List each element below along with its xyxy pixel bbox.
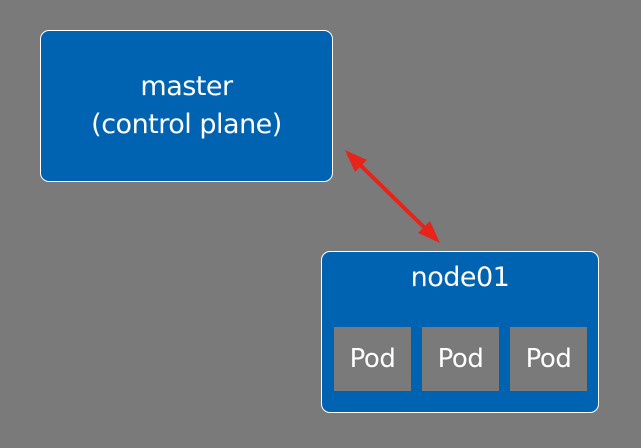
pod-box: Pod <box>334 327 411 391</box>
pod-box: Pod <box>510 327 587 391</box>
pod-box: Pod <box>422 327 499 391</box>
worker-node-box: node01 Pod Pod Pod <box>321 251 599 413</box>
arrow-shaft <box>351 156 434 237</box>
arrow-head-bottom <box>418 221 440 243</box>
arrow-head-top <box>345 150 367 172</box>
node-title: node01 <box>410 262 510 293</box>
master-sublabel: (control plane) <box>91 109 282 140</box>
master-label: master <box>140 71 233 102</box>
master-node-box: master (control plane) <box>40 30 333 182</box>
